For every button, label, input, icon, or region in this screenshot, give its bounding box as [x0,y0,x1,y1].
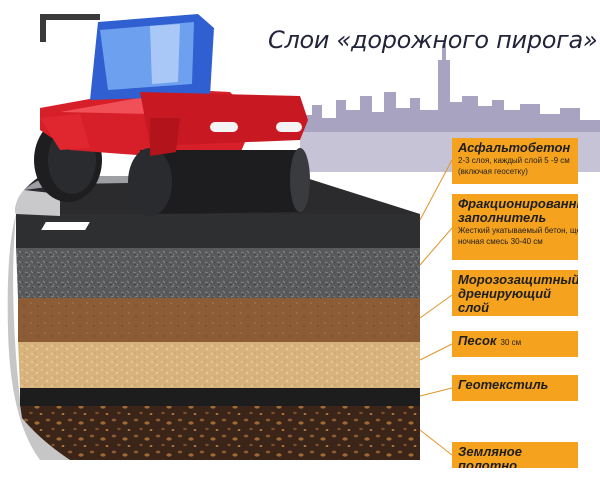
label-subgrade-name: Земляное полотно [458,444,522,469]
label-asphalt-concrete: Асфальтобетон 2-3 слоя, каждый слой 5 -9… [452,138,578,184]
label-fractionated-aggregate-name-2: заполнитель [458,210,547,225]
label-asphalt-concrete-desc-2: (включая геосетку) [458,167,528,176]
diagram-title: Слои «дорожного пирога» [268,26,598,54]
label-fractionated-aggregate-desc-1: Жесткий укатываемый бетон, щебе [458,226,578,235]
label-asphalt-concrete-desc-1: 2-3 слоя, каждый слой 5 -9 см [458,156,570,165]
layer-base-dark [16,214,420,248]
connector-lines [419,159,453,456]
label-fractionated-aggregate: Фракционированный заполнитель Жесткий ук… [452,194,578,260]
label-fractionated-aggregate-name-1: Фракционированный [458,196,578,211]
label-geotextile-name: Геотекстиль [458,377,549,392]
road-roller-illustration [34,14,310,216]
layer-sand [18,340,420,388]
label-geotextile: Геотекстиль [452,375,578,401]
label-frost-protection-name-2: дренирующий слой [458,286,552,315]
edge-shadow [7,214,70,460]
label-asphalt-concrete-name: Асфальтобетон [458,140,571,155]
layer-geotextile [20,386,420,406]
label-frost-protection-name-1: Морозозащитный [458,272,578,287]
layer-soil [20,404,420,460]
label-fractionated-aggregate-desc-2: ночная смесь 30-40 см [458,237,543,246]
label-subgrade: Земляное полотно [452,442,578,468]
label-sand-name: Песок [458,333,497,348]
layer-frost [18,296,420,342]
label-frost-protection: Морозозащитный дренирующий слой [452,270,578,316]
layer-gravel [16,246,420,298]
label-sand-note: 30 см [500,338,522,347]
road-marking [41,222,90,230]
